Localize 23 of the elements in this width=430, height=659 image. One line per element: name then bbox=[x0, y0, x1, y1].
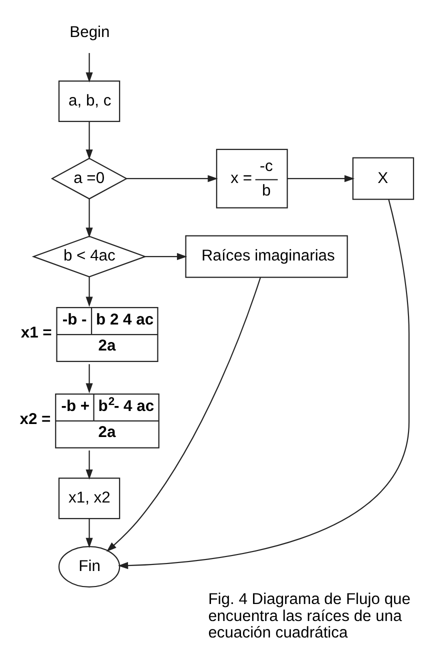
arrow bbox=[117, 199, 410, 570]
arrow bbox=[85, 53, 92, 82]
arrow bbox=[85, 276, 92, 307]
node-box: x1, x2 bbox=[58, 478, 120, 520]
arrow bbox=[85, 364, 92, 394]
arrow bbox=[286, 175, 354, 182]
arrow bbox=[85, 450, 92, 480]
arrow bbox=[85, 518, 92, 548]
arrow bbox=[106, 277, 260, 552]
arrow bbox=[85, 198, 92, 238]
node-label: x1 = bbox=[20, 324, 52, 342]
node-box: Raíces imaginarias bbox=[184, 235, 348, 278]
node-label: x2 = bbox=[19, 410, 50, 428]
node-ellipse: Fin bbox=[58, 546, 120, 588]
arrow bbox=[126, 175, 218, 182]
node-text: Begin bbox=[69, 24, 110, 41]
node-diamond: b < 4ac bbox=[31, 236, 146, 278]
node-box: a, b, c bbox=[58, 80, 120, 122]
arrow bbox=[144, 253, 187, 260]
node-box: X bbox=[352, 157, 414, 200]
caption: Fig. 4 Diagrama de Flujo que encuentra las raíces de una ecuación cuadrática bbox=[208, 591, 410, 642]
node-diamond: a =0 bbox=[50, 158, 128, 200]
arrow bbox=[85, 122, 92, 160]
